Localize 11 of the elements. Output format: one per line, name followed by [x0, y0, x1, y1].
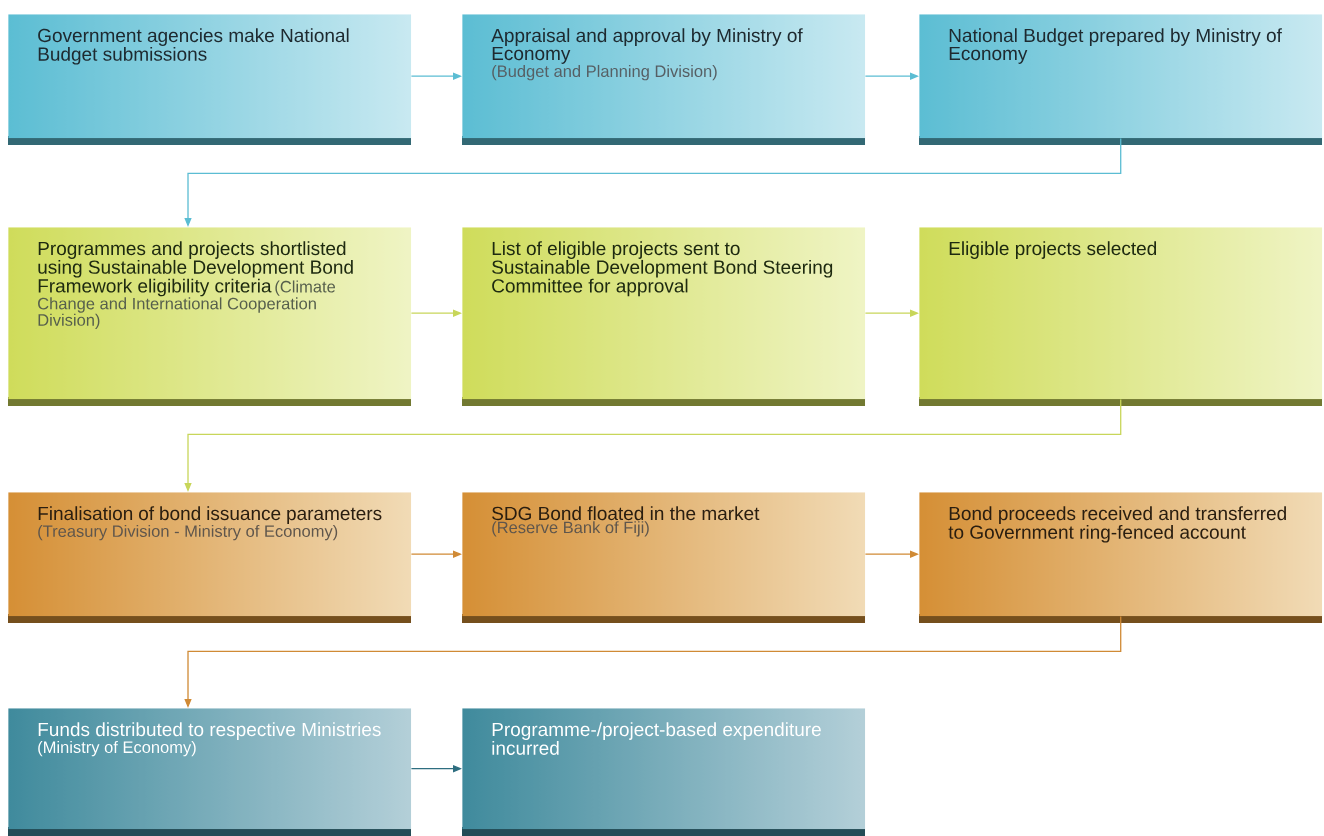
- process-box: Programmes and projects shortlisted using Sustainable Development Bond Framework eligibility criteria (Climate Change and International Cooperation Division): [8, 227, 412, 406]
- process-box: SDG Bond floated in the market (Reserve Bank of Fiji): [462, 492, 866, 623]
- process-box: Appraisal and approval by Ministry of Economy (Budget and Planning Division): [462, 14, 866, 145]
- process-box: Programme-/project-based expenditure incurred: [462, 708, 866, 836]
- process-box: Finalisation of bond issuance parameters (Treasury Division - Ministry of Economy): [8, 492, 412, 623]
- process-box: Funds distributed to respective Ministries (Ministry of Economy): [8, 708, 412, 836]
- process-box: Eligible projects selected: [919, 227, 1323, 406]
- process-box: National Budget prepared by Ministry of Economy: [919, 14, 1323, 145]
- process-box: Bond proceeds received and transferred to Government ring-fenced account: [919, 492, 1323, 623]
- process-box: List of eligible projects sent to Sustainable Development Bond Steering Committee for approval: [462, 227, 866, 406]
- process-box: Government agencies make National Budget submissions: [8, 14, 412, 145]
